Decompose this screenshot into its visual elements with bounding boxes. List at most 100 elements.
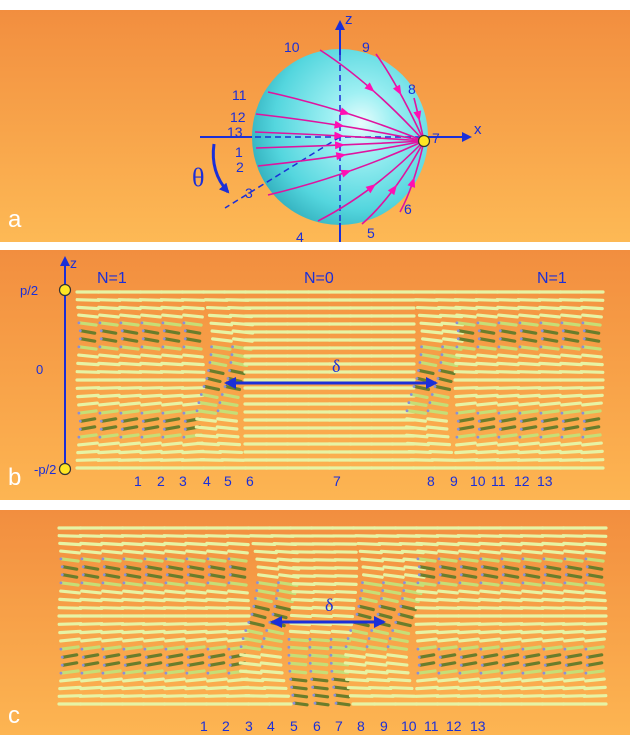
trajectories (254, 49, 425, 225)
rod-end (143, 647, 147, 651)
director-rod (365, 653, 387, 659)
director-rod (478, 425, 496, 431)
director-rod (187, 573, 205, 579)
director-rod (261, 645, 283, 651)
rod-end (226, 377, 230, 380)
director-rod (541, 425, 559, 431)
director-rod (474, 458, 500, 462)
director-rod (118, 361, 142, 367)
director-rod (77, 313, 99, 319)
rod-end (584, 671, 588, 675)
director-rod (159, 458, 185, 462)
rod-end (182, 411, 186, 415)
director-rod (497, 441, 519, 447)
director-rod (405, 417, 427, 423)
director-rod (542, 549, 564, 555)
director-rod (518, 353, 540, 359)
rod-end (519, 427, 523, 431)
director-rod (166, 653, 184, 659)
director-rod (253, 604, 270, 612)
rod-end (455, 411, 459, 415)
director-rod (501, 581, 521, 587)
trajectory-arrowhead (364, 82, 375, 92)
rod-end (376, 613, 380, 616)
director-rod (584, 677, 606, 683)
director-rod (541, 417, 559, 423)
director-rod (379, 604, 396, 612)
rod-end (497, 345, 501, 349)
director-rod (97, 393, 121, 399)
director-rod (539, 441, 561, 447)
director-rod (561, 433, 581, 439)
director-rod (437, 376, 453, 384)
director-rod (476, 441, 498, 447)
trajectory-arrowhead (335, 152, 347, 161)
director-rod (540, 433, 560, 439)
director-rod (434, 384, 452, 392)
tick-label-bottom: -p/2 (34, 462, 56, 477)
rod-end (241, 637, 245, 640)
rod-end (585, 565, 589, 569)
rod-end (417, 663, 421, 667)
rod-end (388, 637, 392, 640)
director-rod (78, 622, 104, 626)
director-rod (259, 661, 283, 667)
director-rod (208, 661, 226, 667)
director-rod (162, 606, 188, 610)
rod-end (123, 573, 127, 577)
director-rod (580, 393, 604, 399)
rod-end (78, 329, 82, 333)
director-rod (100, 417, 118, 423)
director-rod (523, 573, 541, 579)
column-number-11: 11 (491, 473, 506, 489)
director-rod (288, 629, 310, 635)
director-rod (380, 596, 399, 604)
director-rod (59, 589, 81, 595)
director-rod (564, 669, 584, 675)
director-rod (245, 628, 264, 636)
director-rod (519, 622, 545, 626)
director-rod (76, 361, 100, 367)
rod-end (60, 565, 64, 569)
director-rod (457, 685, 481, 691)
rod-end (144, 655, 148, 659)
director-rod (119, 353, 141, 359)
column-number-6: 6 (246, 473, 254, 489)
director-rod (217, 409, 239, 415)
rod-end (206, 557, 210, 561)
director-rod (475, 361, 499, 367)
rod-end (407, 401, 411, 405)
director-rod (313, 693, 330, 699)
rod-end (80, 647, 84, 651)
director-rod (457, 425, 475, 431)
rod-end (498, 419, 502, 423)
rod-end (519, 329, 523, 333)
director-rod (185, 549, 207, 555)
director-rod (117, 458, 143, 462)
director-rod (415, 305, 441, 311)
director-rod (309, 661, 329, 667)
rod-end (206, 581, 210, 585)
rod-end (230, 353, 234, 357)
director-rod (196, 409, 218, 415)
director-rod (580, 361, 604, 367)
director-rod (57, 606, 83, 610)
director-rod (582, 534, 608, 538)
column-number-4: 4 (203, 473, 211, 489)
rod-end (207, 565, 211, 569)
director-rod (562, 417, 580, 423)
trajectory-arrowhead (392, 84, 402, 96)
director-rod (495, 386, 521, 390)
director-rod (121, 417, 139, 423)
director-rod (499, 329, 517, 335)
director-rod (517, 305, 541, 311)
rod-end (231, 345, 234, 349)
rod-end (265, 629, 269, 632)
director-rod (159, 298, 185, 302)
director-rod (163, 337, 181, 343)
rod-end (394, 621, 398, 624)
director-rod (311, 605, 335, 611)
director-rod (499, 597, 523, 603)
rod-end (218, 401, 222, 405)
director-rod (382, 565, 406, 571)
